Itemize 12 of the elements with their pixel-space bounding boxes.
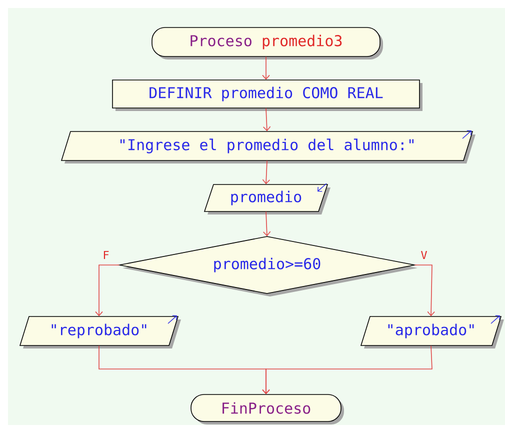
edge-label: V	[420, 250, 428, 260]
arrow	[95, 264, 120, 316]
arrow	[262, 211, 271, 236]
end-terminal: FinProceso	[190, 394, 344, 424]
arrow	[262, 108, 271, 132]
arrow	[262, 345, 432, 394]
arrow	[262, 56, 270, 80]
arrow	[262, 160, 270, 184]
edge-label: F	[102, 250, 110, 260]
arrow	[414, 264, 435, 316]
start-terminal: Proceso promedio3	[152, 27, 383, 60]
process-box: DEFINIR promedio COMO REAL	[112, 80, 422, 111]
